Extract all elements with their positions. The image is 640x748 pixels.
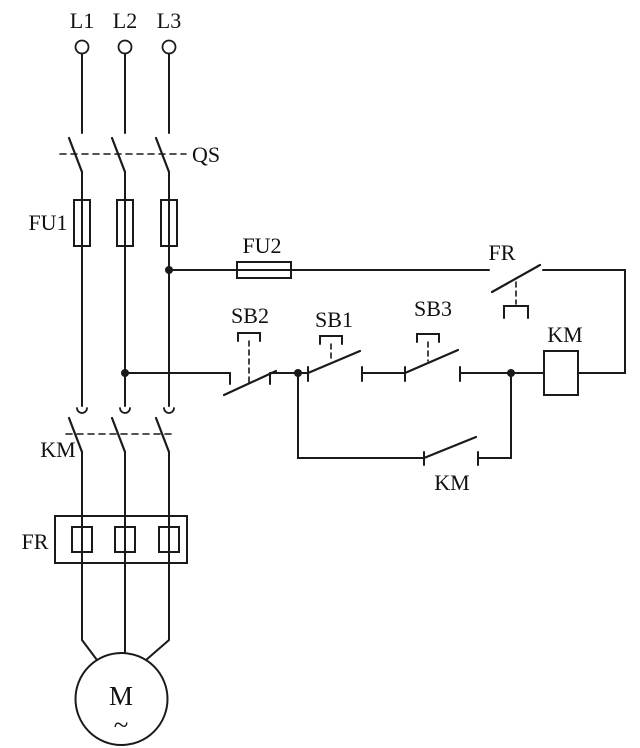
- junction-dot-l2-tap: [121, 369, 129, 377]
- label-fr-contact: FR: [489, 240, 516, 265]
- label-phase-l2: L2: [113, 8, 137, 33]
- sb1-blade: [306, 349, 362, 375]
- fu1-fuses: [73, 199, 178, 247]
- fr-overload-element: [54, 515, 188, 564]
- fu1-fuse-2: [116, 199, 134, 247]
- junction-dot-holding-left: [294, 369, 302, 377]
- fr-nc-contact: [490, 263, 542, 319]
- label-motor-m: M: [109, 681, 133, 711]
- fu2-fuse: [236, 261, 292, 279]
- km-main-contact-arcs: [76, 407, 175, 414]
- junction-dot-holding-right: [507, 369, 515, 377]
- label-sb1: SB1: [315, 307, 353, 332]
- fr-heater-1: [71, 526, 93, 553]
- km-main-contacts: [65, 407, 175, 454]
- motor-circle: [74, 652, 169, 746]
- terminal-l3: [161, 39, 177, 55]
- km-main-blades: [67, 416, 171, 454]
- fr-element-box: [54, 515, 188, 564]
- terminal-l2: [117, 39, 133, 55]
- sb1-button-cap: [319, 335, 343, 345]
- label-sb3: SB3: [414, 296, 452, 321]
- label-phase-l3: L3: [157, 8, 181, 33]
- label-qs: QS: [192, 142, 220, 167]
- label-km-main: KM: [40, 437, 75, 462]
- label-fu1: FU1: [28, 210, 67, 235]
- label-km-coil: KM: [547, 322, 582, 347]
- label-phase-l1: L1: [70, 8, 94, 33]
- label-fu2: FU2: [242, 233, 281, 258]
- km-holding-branch: [297, 372, 512, 466]
- sb3-button-cap: [416, 333, 440, 343]
- sb1-start-button: [306, 335, 363, 382]
- sb2-button-cap: [237, 332, 261, 342]
- phase-l3-conductor: [145, 52, 170, 661]
- qs-disconnect-switch: [59, 136, 187, 174]
- sb3-blade: [403, 348, 460, 375]
- fr-contact-pusher: [503, 305, 529, 319]
- control-top-rail: [168, 269, 626, 374]
- schematic-strokes: [54, 39, 626, 746]
- sb3-jog-button: [403, 333, 461, 382]
- fr-contact-blade: [490, 263, 542, 294]
- supply-terminals: [74, 39, 177, 55]
- label-fr-element: FR: [22, 529, 49, 554]
- km-aux-blade: [422, 435, 478, 460]
- fr-heater-3: [158, 526, 180, 553]
- qs-blades: [67, 136, 171, 174]
- label-km-aux: KM: [434, 470, 469, 495]
- junction-dot-l3-tap: [165, 266, 173, 274]
- sb2-stop-button: [222, 332, 278, 397]
- phase-l1-conductor: [81, 52, 98, 661]
- holding-branch-wires: [297, 372, 512, 459]
- fr-heater-2: [114, 526, 136, 553]
- schematic-labels: L1 L2 L3 QS FU1 FU2 FR SB2 SB1 SB3 KM KM…: [22, 8, 583, 740]
- label-motor-ac: ~: [114, 710, 129, 740]
- fu1-fuse-1: [73, 199, 91, 247]
- sb2-blade: [222, 369, 278, 397]
- km-coil: [543, 350, 579, 396]
- terminal-l1: [74, 39, 90, 55]
- label-sb2: SB2: [231, 303, 269, 328]
- junction-dots: [121, 266, 515, 377]
- fu1-fuse-3: [160, 199, 178, 247]
